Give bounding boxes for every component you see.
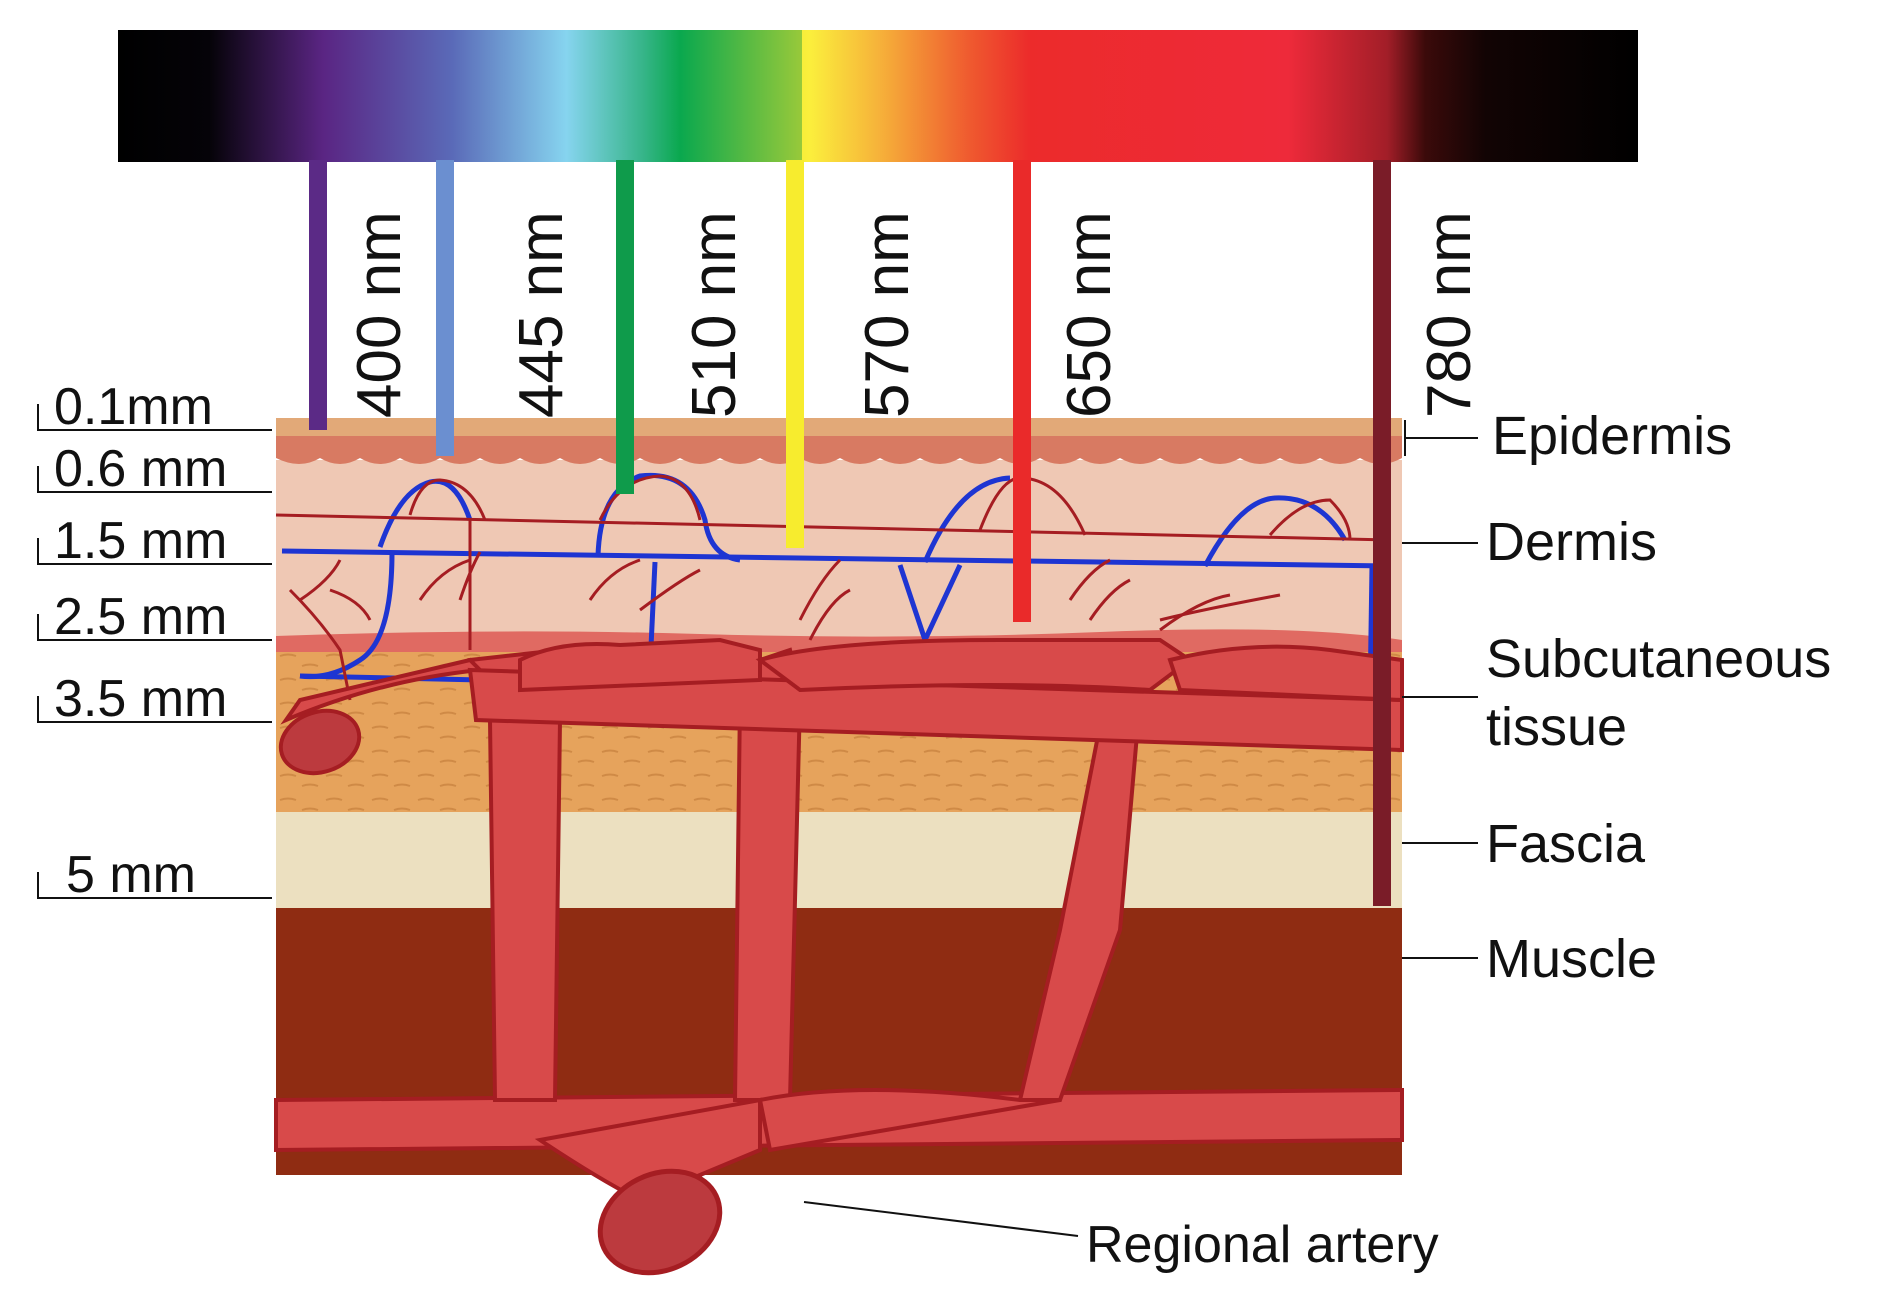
layer-label-muscle: Muscle [1486, 929, 1657, 989]
layer-label-dermis: Dermis [1486, 512, 1657, 572]
wavelength-group: 400 nm 445 nm 510 nm 570 nm 650 nm 780 nm [309, 160, 1484, 906]
wavelength-label-445-nm: 445 nm [507, 211, 576, 418]
epidermis-layer [276, 418, 1402, 436]
depth-label: 5 mm [66, 846, 196, 904]
wavelength-line-445-nm [436, 160, 454, 456]
wavelength-line-780-nm [1373, 160, 1391, 906]
regional-artery-label: Regional artery [1086, 1216, 1439, 1274]
layer-label-epidermis: Epidermis [1492, 406, 1732, 466]
depth-label: 3.5 mm [54, 670, 227, 728]
layer-label-subcutaneous: Subcutaneous [1486, 629, 1831, 689]
layer-label-fascia: Fascia [1486, 814, 1646, 874]
wavelength-line-650-nm [1013, 160, 1031, 622]
regional-artery-cross-section [597, 1168, 723, 1276]
tissue-cross-section [274, 418, 1404, 1276]
depth-label: 0.1mm [54, 378, 213, 436]
wavelength-label-780-nm: 780 nm [1415, 211, 1484, 418]
layer-label-subcutaneous-line2: tissue [1486, 697, 1627, 757]
wavelength-line-400-nm [309, 160, 327, 430]
depth-tick [37, 696, 272, 723]
wavelength-label-400-nm: 400 nm [345, 211, 414, 418]
wavelength-line-510-nm [616, 160, 634, 494]
wavelength-label-650-nm: 650 nm [1055, 211, 1124, 418]
cut-artery-left [278, 708, 362, 776]
depth-tick [37, 466, 272, 493]
depth-label: 1.5 mm [54, 512, 227, 570]
depth-tick [37, 614, 272, 641]
depth-tick [37, 404, 272, 431]
spectrum-bar [118, 30, 1638, 162]
fascia-layer [276, 810, 1402, 908]
wavelength-label-510-nm: 510 nm [680, 211, 749, 418]
capillary-loops [275, 474, 1391, 701]
depth-tick [37, 872, 272, 899]
wavelength-line-570-nm [786, 160, 804, 548]
wavelength-label-570-nm: 570 nm [853, 211, 922, 418]
depth-label: 2.5 mm [54, 588, 227, 646]
depth-label: 0.6 mm [54, 440, 227, 498]
depth-tick [37, 538, 272, 565]
layer-labels: Epidermis Dermis Subcutaneous tissue Fas… [1402, 406, 1831, 989]
regional-artery-leader [803, 1201, 1079, 1237]
epidermis-lower-band [276, 430, 1402, 464]
arterial-tree [274, 637, 1404, 1203]
